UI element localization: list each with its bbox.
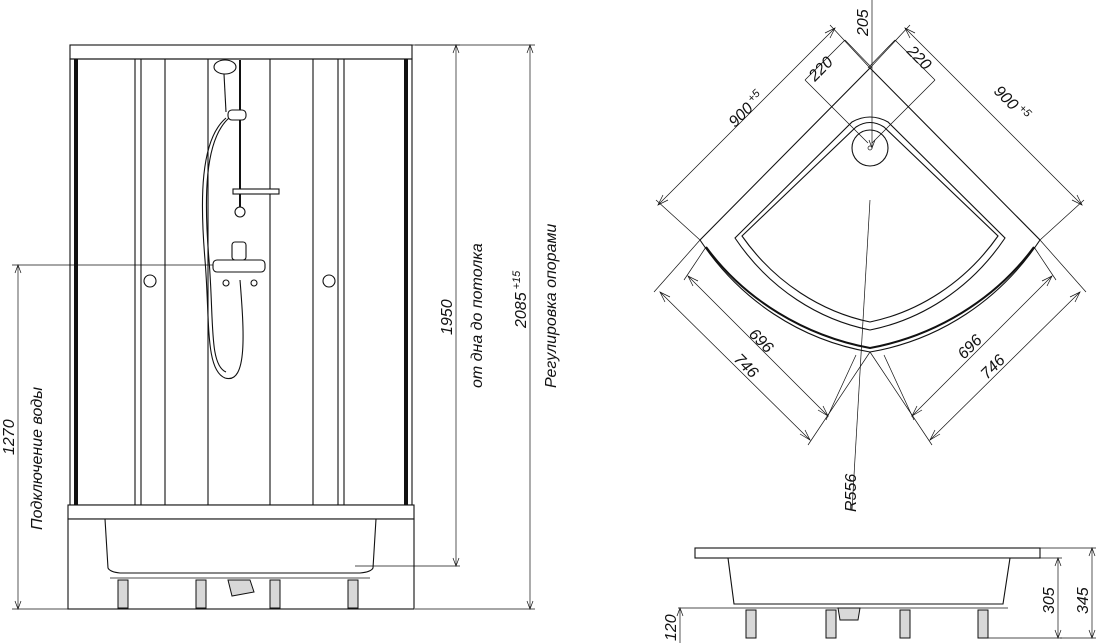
dim-345-label: 345 [1075, 587, 1092, 614]
side-view: 120 305 345 [663, 547, 1096, 643]
tray-basin-plan [734, 116, 1006, 331]
mixer-tap-icon [212, 241, 266, 287]
floor-to-ceiling-label: от дна до потолка [469, 243, 486, 388]
water-connection-label: Подключение воды [29, 387, 46, 530]
shower-set-icon [201, 59, 280, 380]
dim-220-right-label: 220 [902, 42, 934, 74]
dim-696-left-label: 696 [745, 326, 776, 357]
dim-746-left-label: 746 [730, 351, 761, 382]
dim-900-left-label: 900+5 [724, 87, 768, 131]
front-view: 1950 от дна до потолка 2085+15 Регулиров… [1, 44, 560, 610]
dim-220-right [867, 39, 936, 144]
dim-696-left [683, 246, 857, 421]
plan-view: 205 220 220 900+5 [653, 0, 1087, 512]
dim-900-right-label: 900+5 [990, 81, 1034, 125]
dim-900-left [655, 24, 871, 241]
tray-body-side [727, 557, 1011, 605]
dim-696-right-label: 696 [955, 332, 986, 363]
dim-746-right-label: 746 [978, 352, 1009, 383]
dim-1950-label: 1950 [439, 299, 456, 335]
dim-746-right [869, 239, 1087, 446]
dim-radius-label: R556 [843, 474, 860, 512]
tray-rim-side [694, 547, 1041, 559]
dim-2085 [415, 44, 535, 610]
drain-icon [851, 129, 889, 167]
feet-adjust-label: Регулировка опорами [543, 224, 560, 388]
door-handle-right-icon [322, 274, 336, 288]
dim-205-label: 205 [855, 9, 872, 37]
dim-305-label: 305 [1041, 587, 1058, 614]
shower-tray-front [67, 504, 415, 610]
dim-900-right [869, 24, 1085, 241]
dim-746-left [653, 239, 871, 446]
door-handle-left-icon [143, 274, 157, 288]
dim-2085-label: 2085+15 [511, 270, 530, 329]
dim-1270 [12, 264, 213, 610]
dim-220-left-label: 220 [805, 54, 837, 86]
dim-120-label: 120 [663, 614, 680, 641]
dim-220-left [804, 39, 873, 144]
dim-1270-label: 1270 [1, 419, 18, 455]
cabin-top-cap [69, 44, 413, 60]
dim-696-right [883, 246, 1057, 421]
